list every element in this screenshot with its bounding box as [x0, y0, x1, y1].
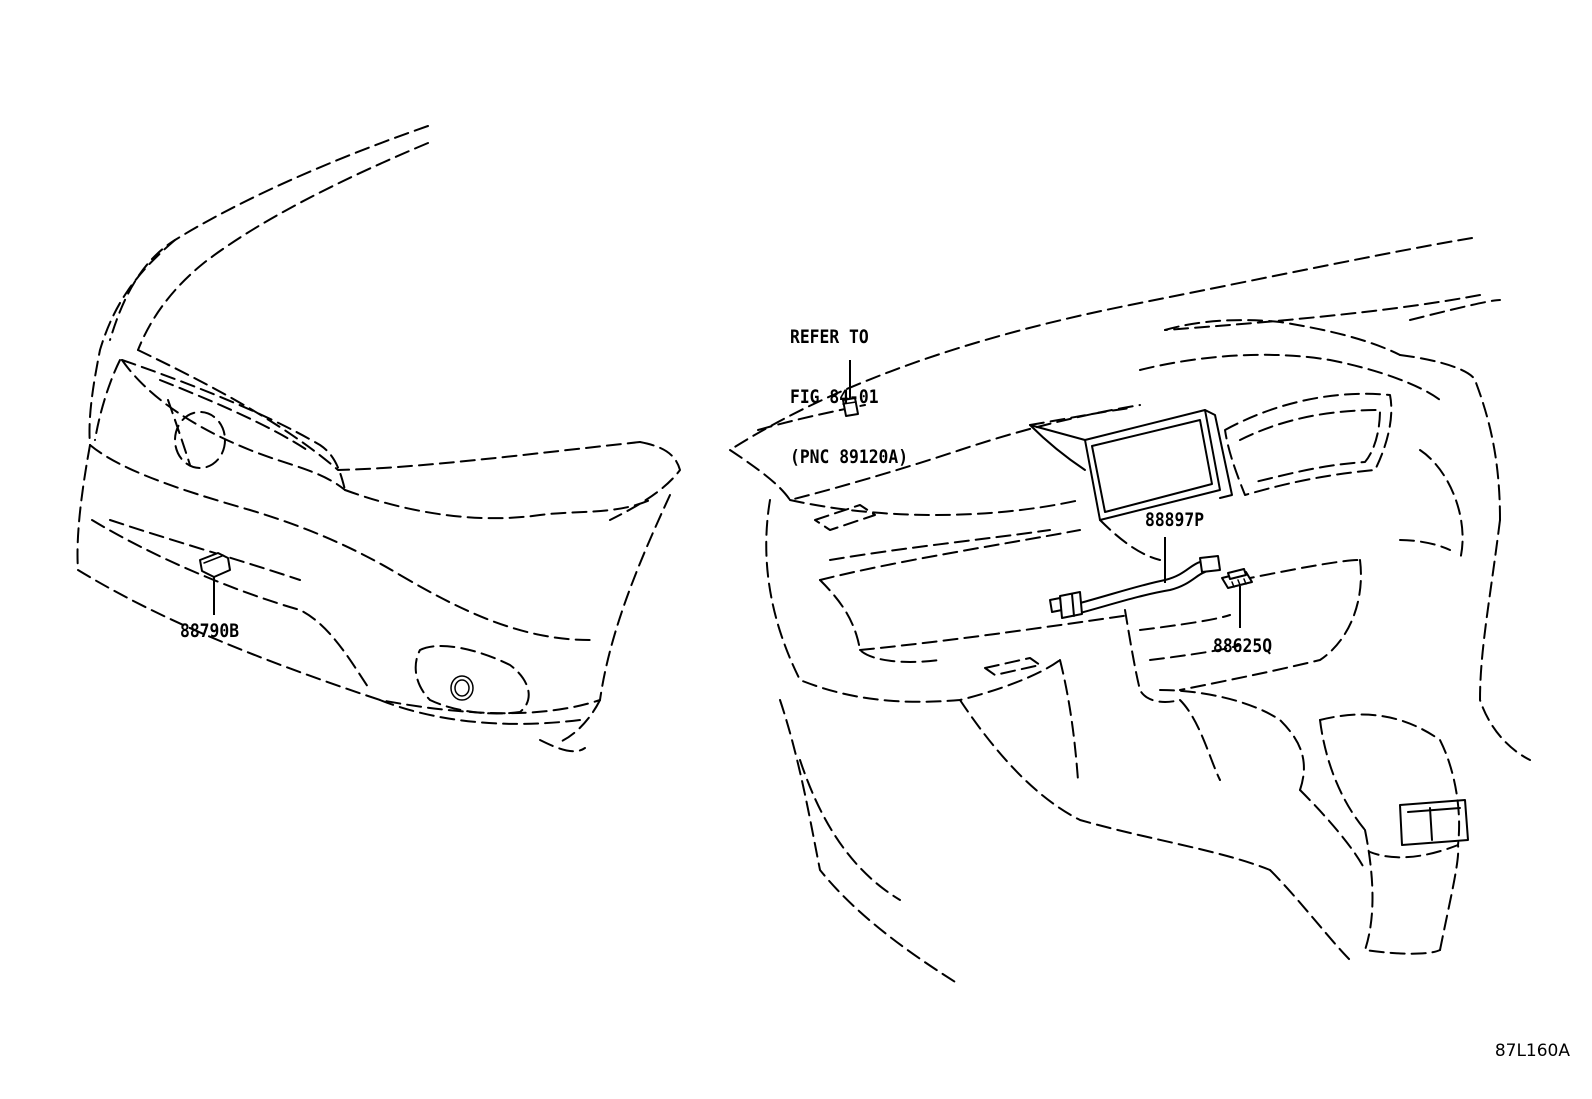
vehicle-front-outline — [76, 125, 681, 753]
figure-code: 87L160A — [1494, 1041, 1570, 1061]
reference-clip-part — [842, 360, 859, 417]
callout-88897P: 88897P — [1145, 509, 1205, 531]
callout-88790B: 88790B — [180, 620, 240, 642]
cooler-thermistor-sensor — [1221, 568, 1253, 628]
reference-note-line-1: REFER TO — [790, 326, 869, 348]
instrument-panel-outline — [729, 237, 1531, 986]
cooler-thermistor-hose — [1049, 537, 1221, 619]
reference-note: REFER TO FIG 84-01 (PNC 89120A) — [790, 287, 908, 487]
reference-note-line-2: FIG 84-01 — [790, 386, 879, 408]
center-display — [1029, 407, 1233, 561]
callout-88625Q: 88625Q — [1213, 635, 1273, 657]
reference-note-line-3: (PNC 89120A) — [790, 446, 909, 468]
front-radar-sensor — [199, 552, 231, 615]
